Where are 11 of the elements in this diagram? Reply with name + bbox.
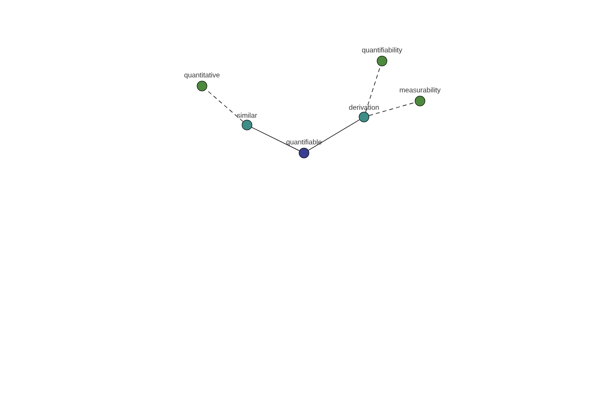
node-circle bbox=[358, 112, 370, 122]
node-circle bbox=[414, 96, 426, 106]
node-circle bbox=[196, 80, 208, 92]
node-circle bbox=[376, 56, 388, 66]
node-circle bbox=[298, 148, 310, 158]
node-circle bbox=[242, 120, 252, 130]
connector-line bbox=[365, 66, 381, 112]
connector-line bbox=[251, 127, 300, 151]
connector-line bbox=[368, 102, 416, 116]
connector-line bbox=[206, 89, 244, 122]
connector-line bbox=[308, 119, 360, 151]
